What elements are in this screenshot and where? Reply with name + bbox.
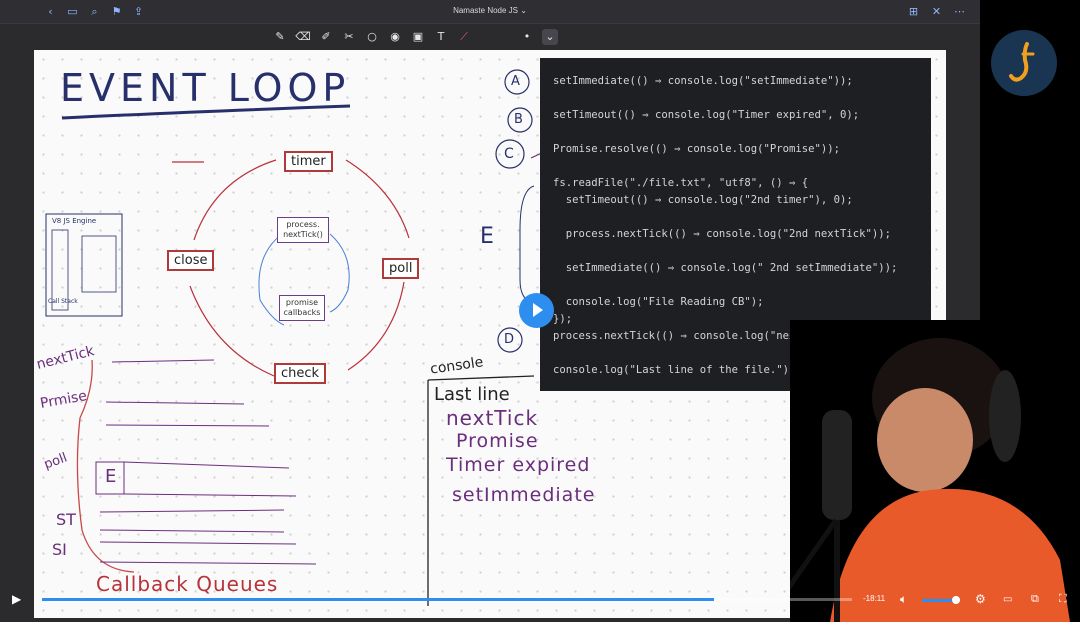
pip-icon[interactable]: ⧉ <box>1031 592 1039 605</box>
add-page-icon[interactable]: ⊞ <box>908 5 919 18</box>
marker-e: E <box>480 224 494 249</box>
search-icon[interactable]: ⌕ <box>91 5 98 18</box>
marker-b: B <box>514 112 523 127</box>
board-title: EVENT LOOP <box>60 66 351 110</box>
eraser-tool-icon[interactable]: ⌫ <box>295 30 311 43</box>
code-line-3: Promise.resolve(() ⇒ console.log("Promis… <box>553 143 841 155</box>
queue-box-e: E <box>105 466 117 487</box>
share-icon[interactable]: ⇪ <box>133 5 144 18</box>
bookmark-icon[interactable]: ⚑ <box>111 5 122 18</box>
presenter-video <box>777 320 1080 622</box>
volume-fill <box>922 599 957 602</box>
progress-bar[interactable] <box>42 598 852 601</box>
marker-a: A <box>511 74 520 89</box>
shapes-tool-icon[interactable]: ○ <box>367 30 377 43</box>
chevron-down-icon[interactable]: ⌄ <box>542 29 558 45</box>
code-line-8: console.log("File Reading CB"); <box>553 296 764 308</box>
volume-icon[interactable]: 🔈︎ <box>900 592 908 606</box>
play-overlay-button[interactable] <box>519 293 554 328</box>
board-drawings <box>45 69 575 606</box>
time-remaining: -18:11 <box>863 594 886 603</box>
more-icon[interactable]: ⋯ <box>954 5 965 18</box>
window-title: Namaste Node JS ⌄ <box>453 6 527 15</box>
code-line-6: process.nextTick(() ⇒ console.log("2nd n… <box>553 228 892 240</box>
nexttick-box: process. nextTick() <box>277 217 329 243</box>
progress-fill <box>42 598 715 601</box>
sticker-tool-icon[interactable]: ◉ <box>390 30 400 43</box>
fullscreen-icon[interactable]: ⛶ <box>1059 592 1067 605</box>
code-line-9: }); <box>553 313 573 325</box>
title-bar: ‹ ▭ ⌕ ⚑ ⇪ Namaste Node JS ⌄ ⊞ ✕ ⋯ <box>0 0 980 24</box>
console-line-5: setImmediate <box>452 484 596 506</box>
color-dot-icon[interactable]: • <box>523 30 531 43</box>
marker-d: D <box>504 332 515 347</box>
console-line-2: nextTick <box>446 406 539 430</box>
code-line-1: setImmediate(() ⇒ console.log("setImmedi… <box>553 75 853 87</box>
engine-label: V8 JS Engine <box>52 217 97 225</box>
call-stack-label: Call Stack <box>48 298 78 305</box>
volume-knob[interactable] <box>952 596 961 604</box>
sidebar-icon[interactable]: ▭ <box>67 5 78 18</box>
settings-gear-icon[interactable]: ⚙ <box>975 592 986 606</box>
highlighter-tool-icon[interactable]: ✐ <box>321 30 331 43</box>
pen-tool-icon[interactable]: ✎ <box>275 30 285 43</box>
code-line-4: fs.readFile("./file.txt", "utf8", () ⇒ { <box>553 177 809 189</box>
code-line-5: setTimeout(() ⇒ console.log("2nd timer")… <box>553 194 853 206</box>
phase-timer: timer <box>284 151 333 172</box>
channel-logo <box>991 30 1057 96</box>
video-controls: ▶ -18:11 🔈︎ ⚙ ▭ ⧉ ⛶ <box>0 586 1080 622</box>
phase-close: close <box>167 250 215 271</box>
code-line-11: console.log("Last line of the file."); <box>553 364 796 376</box>
text-tool-icon[interactable]: T <box>437 30 445 43</box>
console-line-1: Last line <box>434 384 510 405</box>
volume-slider[interactable] <box>922 596 961 604</box>
phase-check: check <box>274 363 327 384</box>
close-icon[interactable]: ✕ <box>931 5 942 18</box>
console-line-4: Timer expired <box>446 454 591 476</box>
logo-mark-icon <box>1009 42 1035 82</box>
code-line-7: setImmediate(() ⇒ console.log(" 2nd setI… <box>553 262 898 274</box>
console-line-3: Promise <box>456 430 539 452</box>
captions-icon[interactable]: ▭ <box>1003 594 1013 605</box>
image-tool-icon[interactable]: ▣ <box>412 30 424 43</box>
back-icon[interactable]: ‹ <box>48 5 53 18</box>
promise-box: promise callbacks <box>279 295 325 321</box>
phase-poll: poll <box>382 258 420 279</box>
queue-label-si: SI <box>52 540 67 559</box>
callback-queues-label: Callback Queues <box>96 572 279 596</box>
marker-c: C <box>504 146 514 162</box>
presenter-figure <box>777 320 1080 622</box>
laser-pointer-icon[interactable]: ⟋ <box>460 30 468 43</box>
queue-label-st: ST <box>56 510 76 529</box>
lasso-tool-icon[interactable]: ✂ <box>344 30 354 43</box>
code-line-2: setTimeout(() ⇒ console.log("Timer expir… <box>553 109 860 121</box>
play-icon[interactable]: ▶ <box>12 592 22 606</box>
drawing-toolbar: ✎ ⌫ ✐ ✂ ○ ◉ ▣ T ⟋ • ⌄ <box>0 24 980 50</box>
